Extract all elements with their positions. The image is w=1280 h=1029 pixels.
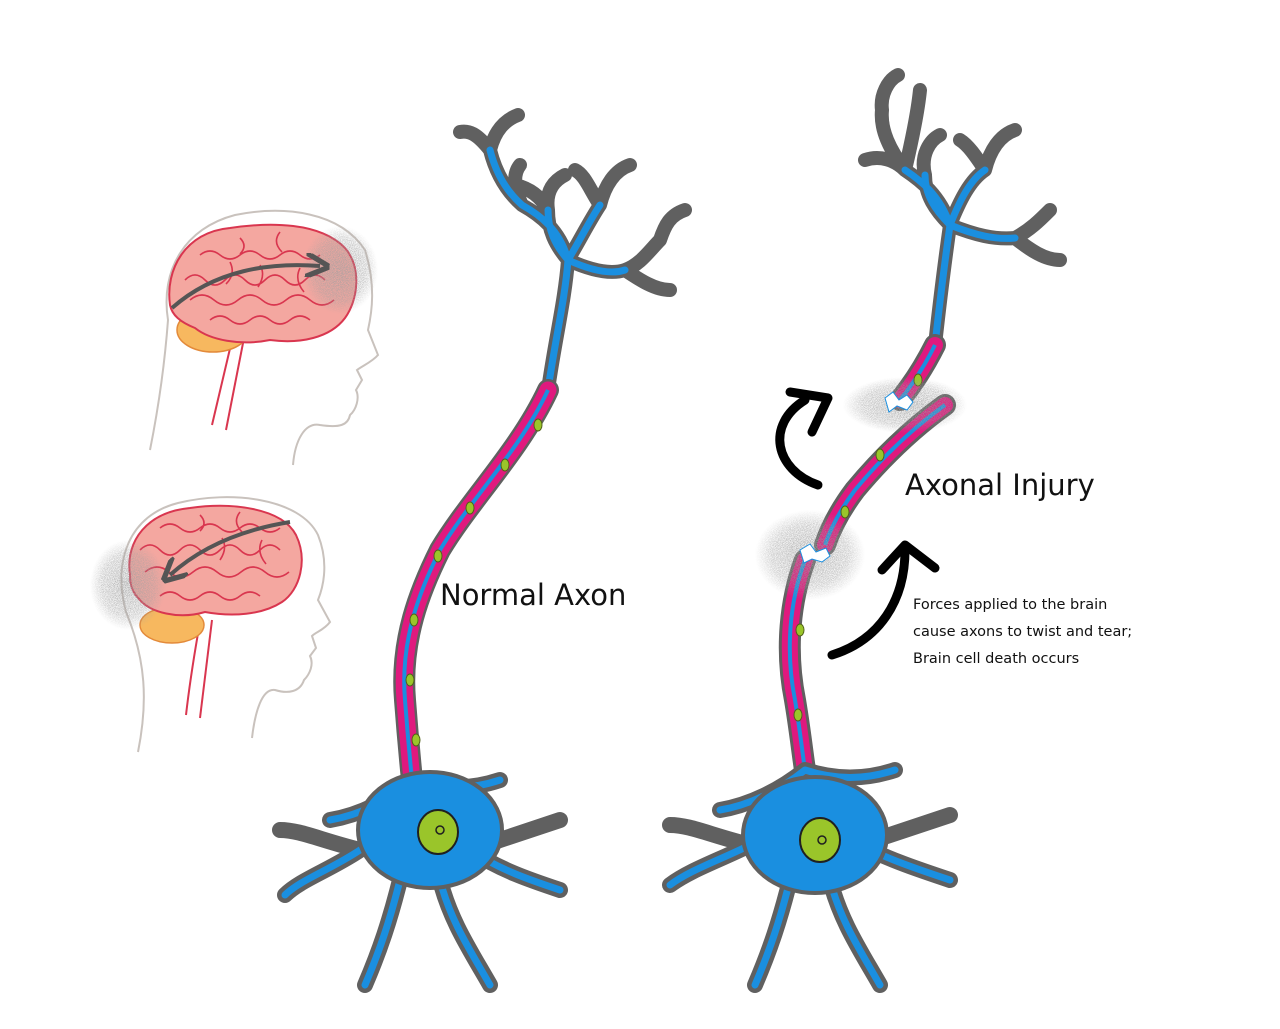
curved-arrow-icon <box>827 545 910 660</box>
motion-arrow-icon <box>170 265 320 310</box>
normal-neuron-icon <box>272 108 692 993</box>
caption-text: Forces applied to the brain cause axons … <box>913 592 1132 673</box>
dendrite-tree-icon <box>453 108 692 397</box>
impact-debris-icon <box>302 226 378 314</box>
nucleus-icon <box>799 817 841 863</box>
caption-line-2: cause axons to twist and tear; <box>913 624 1133 640</box>
nucleus-icon <box>417 809 459 855</box>
injured-neuron-icon <box>662 68 1067 993</box>
cell-body-icon <box>272 770 568 993</box>
motion-arrow-icon <box>170 520 291 575</box>
head-top-figure <box>149 209 380 466</box>
cell-body-icon <box>662 762 958 993</box>
dendrite-tree-icon <box>858 68 1067 352</box>
brain-icon <box>128 504 303 617</box>
curved-arrow-icon <box>775 395 823 490</box>
normal-axon-label: Normal Axon <box>440 578 627 612</box>
axonal-injury-label: Axonal Injury <box>905 468 1095 502</box>
caption-line-1: Forces applied to the brain <box>913 597 1108 613</box>
head-bottom-figure <box>90 496 332 753</box>
caption-line-3: Brain cell death occurs <box>913 651 1080 667</box>
impact-debris-icon <box>90 540 166 630</box>
force-arrows <box>775 387 940 660</box>
